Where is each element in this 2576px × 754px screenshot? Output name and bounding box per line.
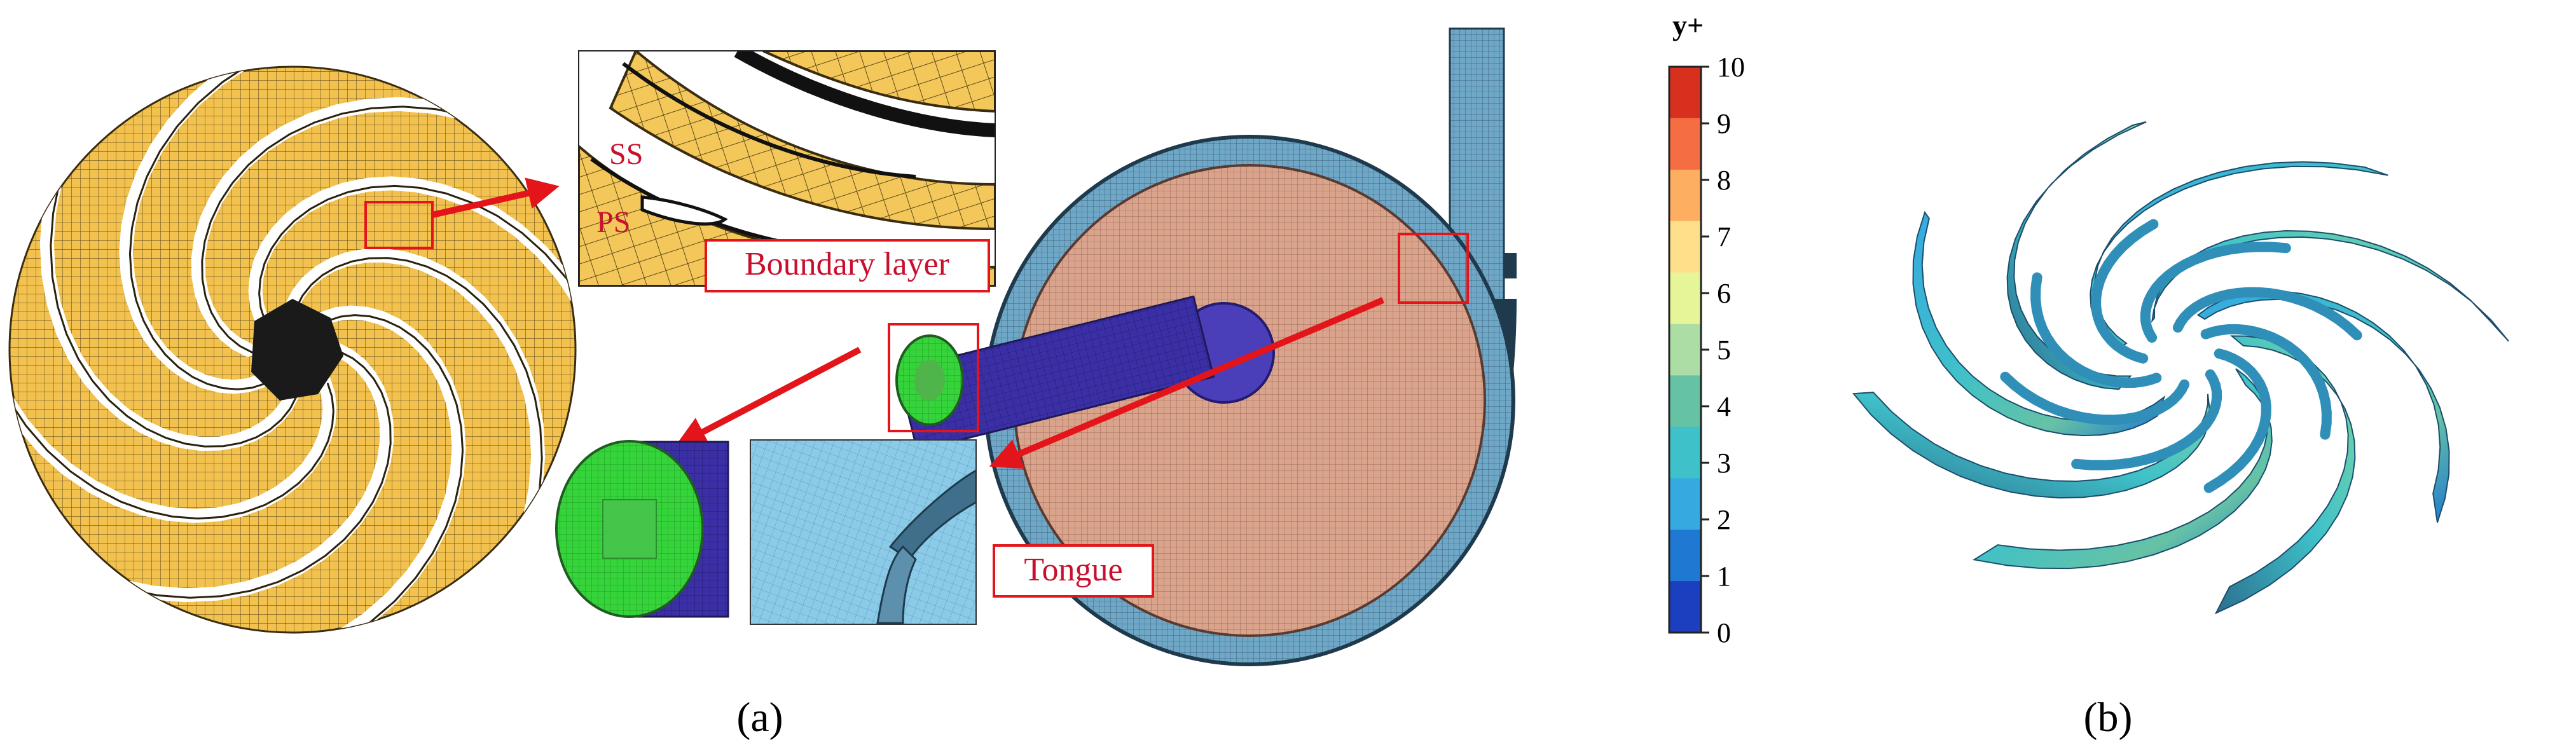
blade-surface — [1912, 210, 2166, 437]
impeller-blade-edge — [327, 314, 464, 633]
colorbar-tick-label: 4 — [1717, 391, 1731, 422]
colorbar-tick-label: 8 — [1717, 165, 1731, 196]
blade-inner-surface — [2091, 219, 2159, 364]
blade-surface — [2006, 121, 2147, 390]
blade-inner-surface — [2000, 371, 2190, 425]
blade-inner-surface — [2200, 324, 2332, 440]
impeller-mesh — [8, 65, 577, 634]
colorbar-band — [1669, 581, 1701, 633]
impeller-hub — [251, 299, 343, 401]
ps-label: PS — [596, 205, 630, 239]
impeller-blade-edge — [10, 383, 334, 520]
panel-a: SS PS Boundary layer — [8, 27, 1517, 741]
impeller-blade-slot — [317, 305, 466, 633]
tongue-label: Tongue — [1024, 552, 1122, 588]
impeller-blade-edge — [295, 257, 543, 526]
tongue-label-box — [993, 544, 1154, 598]
blade-inner-surface — [2071, 369, 2222, 470]
tongue-callout-box — [1398, 233, 1469, 304]
tongue-to-detail-arrow — [989, 297, 1384, 469]
inlet-to-face-arrow — [675, 346, 862, 447]
ss-label: SS — [609, 137, 643, 171]
colorbar-band — [1669, 324, 1701, 376]
impeller-blade-edge — [201, 106, 470, 353]
blade-surface — [1852, 392, 2211, 499]
impeller-blade-edge — [50, 179, 298, 448]
boundary-layer-zoom: SS PS Boundary layer — [578, 50, 996, 292]
colorbar-band — [1669, 67, 1701, 119]
volute-mesh — [888, 27, 1517, 666]
blade-inner-surface — [2203, 348, 2271, 493]
boundary-layer-label-box — [705, 239, 990, 292]
impeller-callout-box — [364, 201, 434, 249]
panel-b-caption: (b) — [2084, 694, 2133, 741]
boundary-layer-label: Boundary layer — [745, 246, 949, 282]
blade-inner-surface — [2172, 287, 2362, 341]
impeller-blade-slot — [119, 67, 268, 394]
colorbar-band — [1669, 478, 1701, 531]
impeller-blade-edge — [258, 184, 575, 322]
colorbar-band — [1669, 375, 1701, 428]
colorbar-title: y+ — [1672, 9, 1704, 41]
impeller-to-zoom-arrow — [431, 177, 560, 218]
inlet-detail — [555, 440, 729, 618]
colorbar-band — [1669, 272, 1701, 325]
panel-a-caption: (a) — [736, 694, 783, 741]
blade-surface — [2090, 161, 2388, 351]
colorbar-tick-label: 9 — [1717, 108, 1731, 139]
blade-inner-surface — [2140, 242, 2291, 343]
colorbar-band — [1669, 169, 1701, 222]
colorbar-tick-label: 7 — [1717, 221, 1731, 252]
blade-inner-surface — [2030, 272, 2162, 388]
inlet-callout-box — [888, 323, 979, 432]
colorbar-band — [1669, 118, 1701, 170]
colorbar-tick-label: 10 — [1717, 51, 1745, 83]
blade-surface — [2151, 230, 2509, 342]
colorbar-tick-label: 3 — [1717, 448, 1731, 479]
impeller-blade-edge — [128, 67, 266, 390]
tongue-detail: Tongue — [750, 439, 1154, 625]
impeller-blade-slot — [113, 343, 394, 603]
colorbar-tick-label: 0 — [1717, 617, 1731, 648]
blade-yplus-map — [1852, 121, 2509, 615]
impeller-blade-slot — [191, 97, 472, 357]
colorbar-tick-label: 1 — [1717, 561, 1731, 592]
colorbar-band — [1669, 221, 1701, 273]
colorbar-tick-label: 2 — [1717, 504, 1731, 535]
blade-surface — [1972, 368, 2273, 570]
colorbar-tick-label: 5 — [1717, 334, 1731, 366]
impeller-blade-edge — [123, 351, 392, 599]
colorbar-band — [1669, 530, 1701, 582]
blade-surface — [2214, 335, 2356, 615]
colorbar-band — [1669, 427, 1701, 479]
colorbar-tick-label: 6 — [1717, 278, 1731, 309]
